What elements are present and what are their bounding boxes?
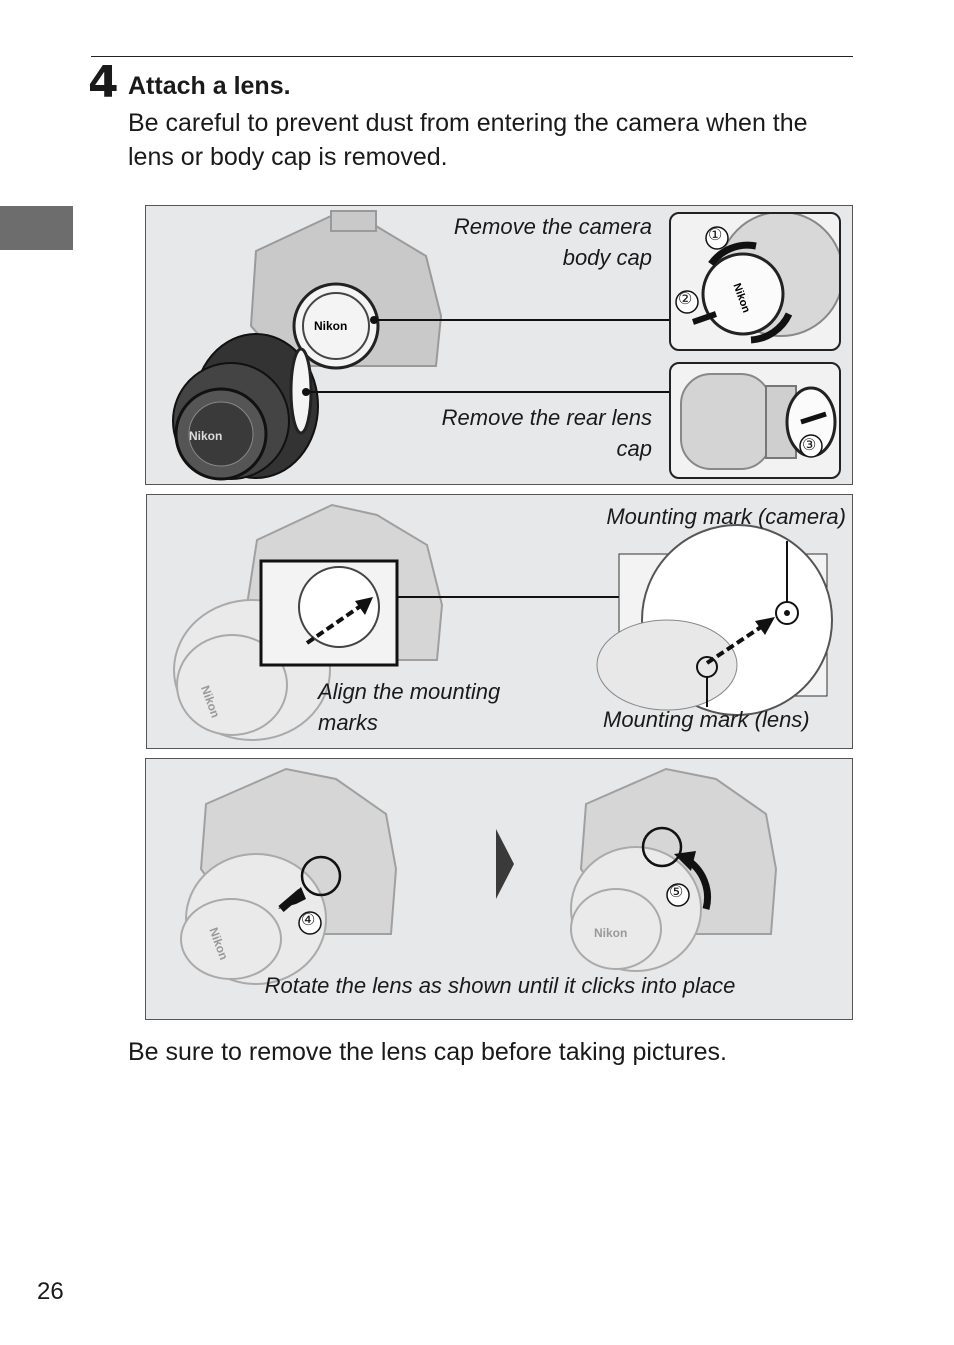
section-tab [0, 206, 73, 250]
marker-5: ⑤ [669, 884, 684, 901]
caption-remove-rear-cap: Remove the rear lens cap [441, 405, 652, 461]
inset-body-cap-removal: Nikon ① ② [669, 212, 841, 351]
lens-cap-logo-right: Nikon [594, 926, 627, 940]
body-cap-logo: Nikon [314, 319, 347, 333]
top-rule [91, 56, 853, 57]
lens-cap-note: Be sure to remove the lens cap before ta… [128, 1038, 727, 1066]
marker-4: ④ [301, 912, 316, 929]
caption-mounting-mark-lens: Mounting mark (lens) [603, 707, 810, 732]
align-marks-illustration: Nikon [173, 503, 833, 741]
remove-caps-illustration: Nikon Nikon [172, 210, 670, 481]
caption-remove-body-cap: Remove the camera body cap [453, 214, 652, 270]
caption-mounting-mark-camera: Mounting mark (camera) [606, 504, 846, 529]
step-number: 4 [88, 57, 119, 108]
page-number: 26 [37, 1278, 64, 1305]
lens-cap-logo: Nikon [189, 429, 222, 443]
marker-3: ③ [802, 437, 817, 454]
marker-2: ② [678, 291, 693, 308]
panel-align-marks: Nikon Mounting mark (camera) Align the m… [146, 494, 853, 749]
panel-remove-caps: Nikon Nikon Remove the camera body cap R… [145, 205, 853, 485]
rotate-lens-illustration: Nikon Nikon [180, 767, 778, 985]
marker-1: ① [708, 227, 723, 244]
caption-rotate-lens: Rotate the lens as shown until it clicks… [264, 973, 736, 998]
body-cap-illustration: Nikon [292, 282, 380, 370]
caption-align-marks: Align the mounting marks [318, 679, 501, 735]
step-instruction: Be careful to prevent dust from entering… [128, 109, 808, 171]
step-title: Attach a lens. [128, 72, 291, 100]
panel-rotate-lens: Nikon Nikon ④ ⑤ Rotate the lens as shown… [145, 758, 853, 1020]
inset-rear-cap-removal: ③ [669, 362, 841, 479]
lens-illustration: Nikon [172, 333, 319, 481]
